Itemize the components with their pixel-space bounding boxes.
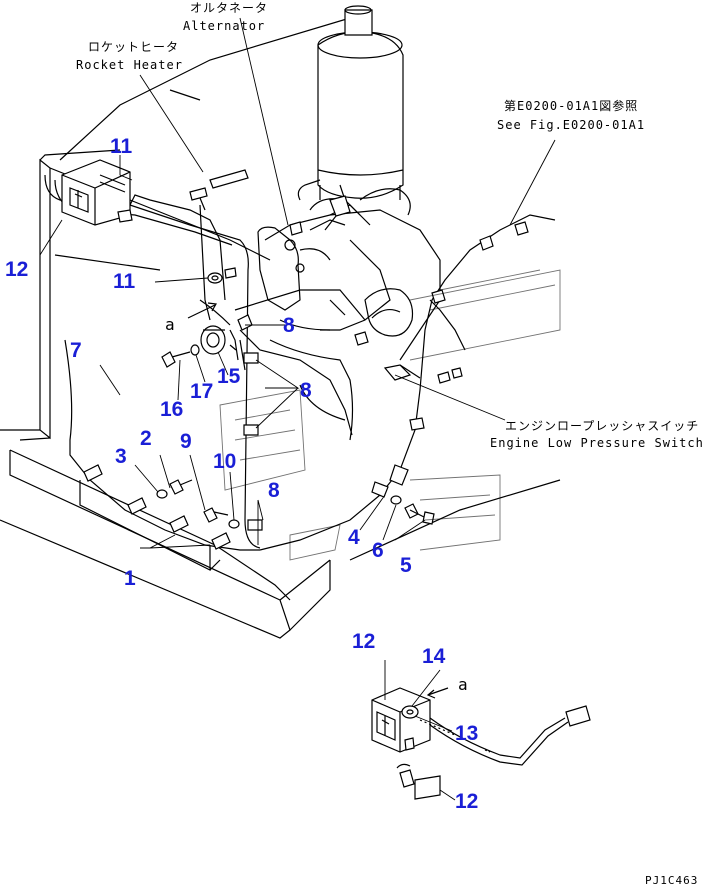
rocket-heater-connector <box>189 169 249 211</box>
fasteners-right <box>390 495 435 525</box>
callout-numbers: 1 2 3 4 5 6 7 8 8 8 9 10 11 11 12 12 12 … <box>5 135 478 813</box>
callout-7: 7 <box>70 339 82 362</box>
wire-harness <box>44 174 556 551</box>
rocket-heater-label-en: Rocket Heater <box>76 58 183 72</box>
view-a-marker-detail: a <box>458 675 469 694</box>
callout-2: 2 <box>140 427 152 450</box>
callout-9: 9 <box>180 430 192 453</box>
leader-lines <box>39 17 556 801</box>
engine-block <box>257 179 441 441</box>
callout-4: 4 <box>348 526 360 549</box>
muffler <box>317 5 404 200</box>
see-fig-label-jp: 第E0200-01A1図参照 <box>504 98 638 113</box>
fasteners-left <box>161 314 253 368</box>
detail-bracket <box>396 763 441 800</box>
rocket-heater-label-jp: ロケットヒータ <box>88 40 179 54</box>
relay-box-upper <box>61 159 133 226</box>
callout-12-detail-top: 12 <box>352 630 375 653</box>
callout-17: 17 <box>190 380 213 403</box>
view-a-marker: a <box>165 315 176 334</box>
mount-plate-outlines <box>219 269 561 561</box>
callout-8-low: 8 <box>268 479 280 502</box>
grommet-parts <box>207 267 237 284</box>
detail-relay-box <box>371 687 591 766</box>
callout-11-mid: 11 <box>113 270 136 293</box>
callout-8-top: 8 <box>283 314 295 337</box>
clamp-plates <box>79 480 221 571</box>
see-fig-label-en: See Fig.E0200-01A1 <box>497 118 645 132</box>
callout-8-mid: 8 <box>300 379 312 402</box>
callout-5: 5 <box>400 554 412 577</box>
callout-16: 16 <box>160 398 183 421</box>
callout-10: 10 <box>213 450 236 473</box>
pressure-switch-connector <box>371 364 463 498</box>
callout-12-detail-bottom: 12 <box>455 790 478 813</box>
callout-6: 6 <box>372 539 384 562</box>
figure-code: PJ1C463 <box>645 874 698 887</box>
callout-1: 1 <box>124 567 136 590</box>
harness-clamps <box>83 205 529 550</box>
text-labels: オルタネータ Alternator ロケットヒータ Rocket Heater … <box>76 1 704 887</box>
callout-15: 15 <box>217 365 241 388</box>
engine-switch-label-en: Engine Low Pressure Switch <box>490 436 704 450</box>
callout-11-top: 11 <box>110 135 133 158</box>
callout-14: 14 <box>422 645 446 668</box>
engine-switch-label-jp: エンジンロープレッシャスイッチ <box>505 419 699 433</box>
callout-13: 13 <box>455 722 478 745</box>
fasteners-lower <box>156 479 240 529</box>
callout-3: 3 <box>115 445 127 468</box>
callout-12-left: 12 <box>5 258 28 281</box>
alternator-label-jp: オルタネータ <box>190 1 268 15</box>
alternator-label-en: Alternator <box>183 19 265 33</box>
alternator-fittings <box>289 195 351 236</box>
